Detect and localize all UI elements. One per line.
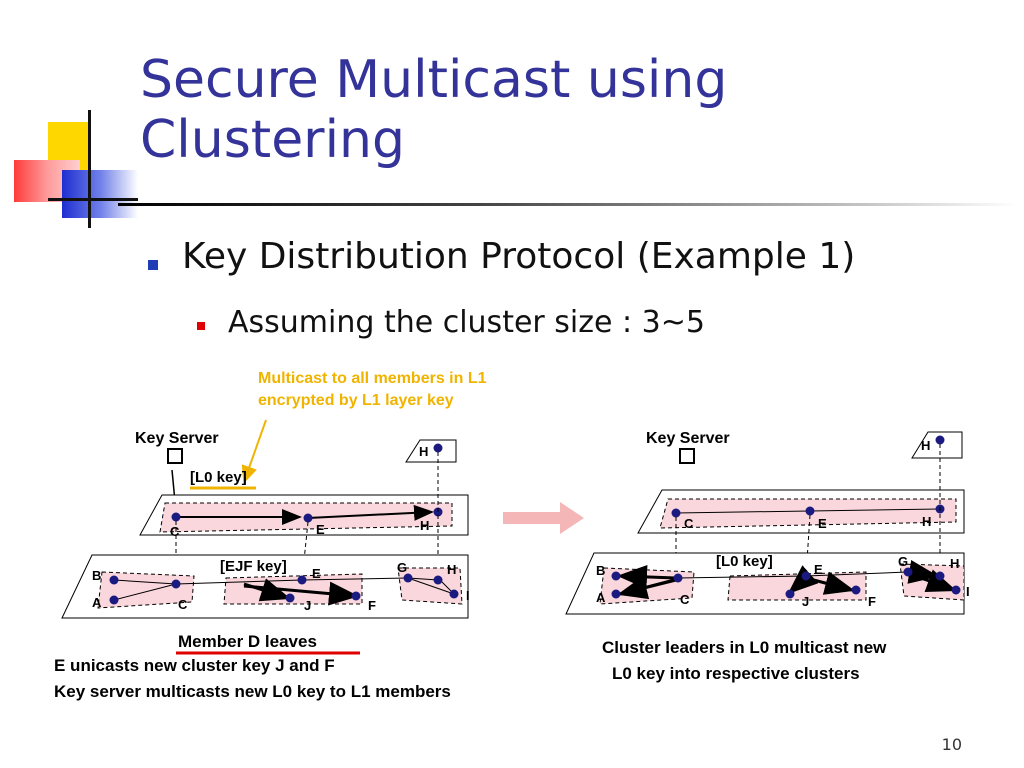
right-node-f [851,585,861,595]
top-layer-plane [405,439,457,463]
left-diagram: Key Server [L0 key] H C E H [EJF key] [61,419,470,655]
right-l0-key-label: [L0 key] [716,553,773,570]
left-caption-line-2: Key server multicasts new L0 key to L1 m… [54,682,451,701]
right-node-e-label: E [814,562,823,577]
node-h-top [433,443,443,453]
right-node-f-label: F [868,594,876,609]
right-node-a-label: A [596,590,606,605]
left-caption-title: Member D leaves [178,632,317,651]
right-node-h [935,571,945,581]
l0-key-label: [L0 key] [190,469,247,486]
node-a-label: A [92,595,102,610]
right-caption-line-2: L0 key into respective clusters [612,664,860,683]
right-node-e-l1-label: E [818,516,827,531]
node-h [433,575,443,585]
node-c-l1-label: C [170,524,180,539]
node-e-label: E [312,566,321,581]
bullet-square-icon [148,260,158,270]
node-c [171,579,181,589]
node-c-l1 [171,512,181,522]
right-key-server-box [679,448,695,464]
multicast-annotation: Multicast to all members in L1 encrypted… [258,368,487,412]
key-server-box [167,448,183,464]
node-e-l1 [303,513,313,523]
right-node-h-top [935,435,945,445]
right-node-h-l1-label: H [922,514,931,529]
node-c-label: C [178,597,188,612]
annotation-arrow [241,419,267,484]
title-line-2: Clustering [140,110,405,170]
l1-multicast-arrow-2 [307,504,434,521]
node-f [351,591,361,601]
node-e-l1-label: E [316,522,325,537]
node-h-label: H [447,562,456,577]
right-node-h-top-label: H [921,438,930,453]
right-node-i-label: I [966,584,970,599]
right-node-h-label: H [950,556,959,571]
right-multicast-arrow-j [787,565,819,594]
annotation-line-2: encrypted by L1 layer key [258,392,454,409]
node-h-l1-label: H [420,518,429,533]
right-node-g-label: G [898,554,908,569]
annotation-line-1: Multicast to all members in L1 [258,370,487,387]
right-multicast-arrow-a [617,575,677,600]
right-diagram: Key Server H C E H [L0 key] [565,430,970,615]
title-line-1: Secure Multicast using [140,50,728,110]
title-divider [118,203,1018,206]
left-caption-line-1: E unicasts new cluster key J and F [54,656,335,675]
node-b-label: B [92,568,101,583]
right-node-j-label: J [802,594,809,609]
right-top-layer-plane [911,431,963,459]
page-title: Secure Multicast using Clustering [140,50,1000,170]
right-node-c-label: C [680,592,690,607]
sub-bullet-square-icon [197,322,205,330]
node-g-label: G [397,560,407,575]
right-node-g [903,567,913,577]
slide-logo [10,110,140,230]
right-node-c [673,573,683,583]
node-a [109,595,119,605]
right-node-j [785,589,795,599]
right-multicast-arrow-i [909,569,957,593]
bullet-2-text: Assuming the cluster size : 3~5 [228,305,705,340]
right-node-a [611,589,621,599]
bullet-1-text: Key Distribution Protocol (Example 1) [182,236,856,277]
key-server-label: Key Server [135,430,219,447]
unicast-arrow-f [243,581,359,606]
node-i-label: I [466,588,470,603]
right-node-c-l1 [671,508,681,518]
node-j-label: J [304,598,311,613]
right-node-b [611,571,621,581]
ejf-key-label: [EJF key] [220,558,287,575]
vertical-link-e [301,521,309,581]
right-multicast-arrow-b [617,564,677,589]
page-number: 10 [941,735,962,754]
logo-horizontal-line [48,198,138,201]
right-node-e-l1 [805,506,815,516]
node-f-label: F [368,598,376,613]
right-node-c-l1-label: C [684,516,694,531]
transition-arrow [503,502,584,534]
logo-blue-square [62,170,138,218]
right-key-server-label: Key Server [646,430,730,447]
node-h-top-label: H [419,444,428,459]
node-b [109,575,119,585]
node-e [297,575,307,585]
right-node-b-label: B [596,563,605,578]
logo-vertical-line [88,110,91,228]
right-multicast-arrow-f [805,571,855,595]
node-g [403,573,413,583]
node-i [449,589,459,599]
node-j [285,593,295,603]
right-node-e [801,571,811,581]
right-caption-line-1: Cluster leaders in L0 multicast new [602,638,887,657]
right-node-i [951,585,961,595]
